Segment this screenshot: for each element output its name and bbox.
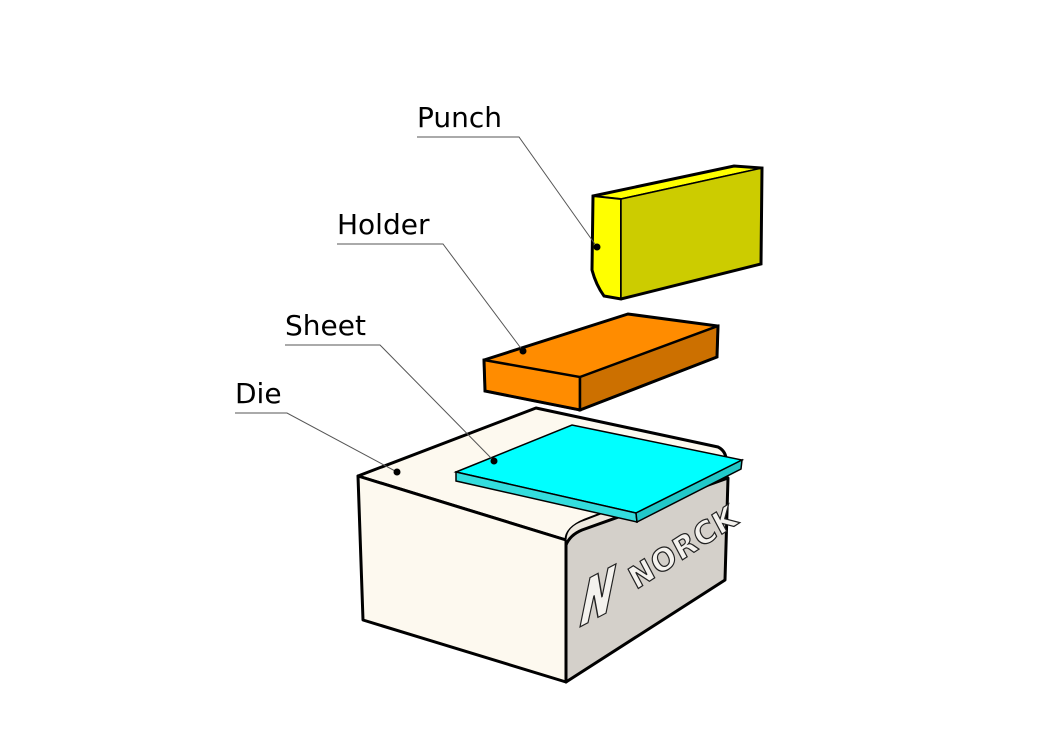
- anchor-dot-holder: [519, 347, 527, 355]
- label-die: Die: [235, 377, 282, 410]
- norck-logo-icon: [579, 562, 617, 629]
- holder: [482, 312, 720, 412]
- label-punch: Punch: [417, 101, 502, 134]
- callout-die: Die: [235, 377, 401, 476]
- anchor-dot-punch: [593, 243, 601, 251]
- punch: [590, 164, 764, 301]
- callout-punch: Punch: [417, 101, 601, 251]
- anchor-dot-die: [393, 468, 401, 476]
- callout-holder: Holder: [337, 208, 527, 355]
- label-holder: Holder: [337, 208, 430, 241]
- sheet: [453, 424, 745, 524]
- sheet-side-edge: [635, 458, 743, 524]
- label-sheet: Sheet: [285, 309, 366, 342]
- anchor-dot-sheet: [490, 457, 498, 465]
- callout-sheet: Sheet: [285, 309, 498, 465]
- die-side-face: [564, 476, 730, 684]
